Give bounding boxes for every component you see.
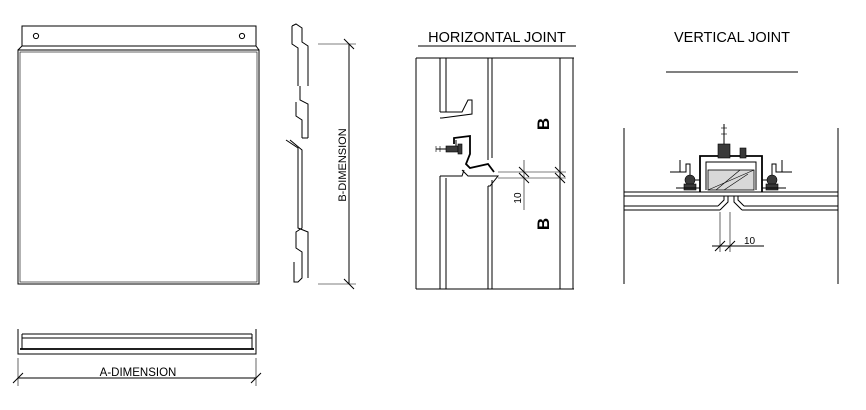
a-dimension-line [12,358,262,386]
horizontal-joint-detail [415,57,574,290]
vertical-joint-detail [623,124,839,284]
horizontal-joint-title: HORIZONTAL JOINT [428,30,566,46]
b-dimension-line [318,38,356,290]
horizontal-b-lower-label: B [534,218,553,230]
panel-edge-view [17,329,257,355]
panel-front-view [17,25,260,285]
a-dimension-label: A-DIMENSION [100,367,177,379]
panel-side-profile [285,23,309,283]
horizontal-gap-label: 10 [513,192,524,204]
horizontal-b-upper-label: B [534,118,553,130]
b-dimension-label: B-DIMENSION [337,128,349,201]
vertical-gap-label: 10 [744,236,756,247]
vertical-joint-title: VERTICAL JOINT [674,30,790,46]
